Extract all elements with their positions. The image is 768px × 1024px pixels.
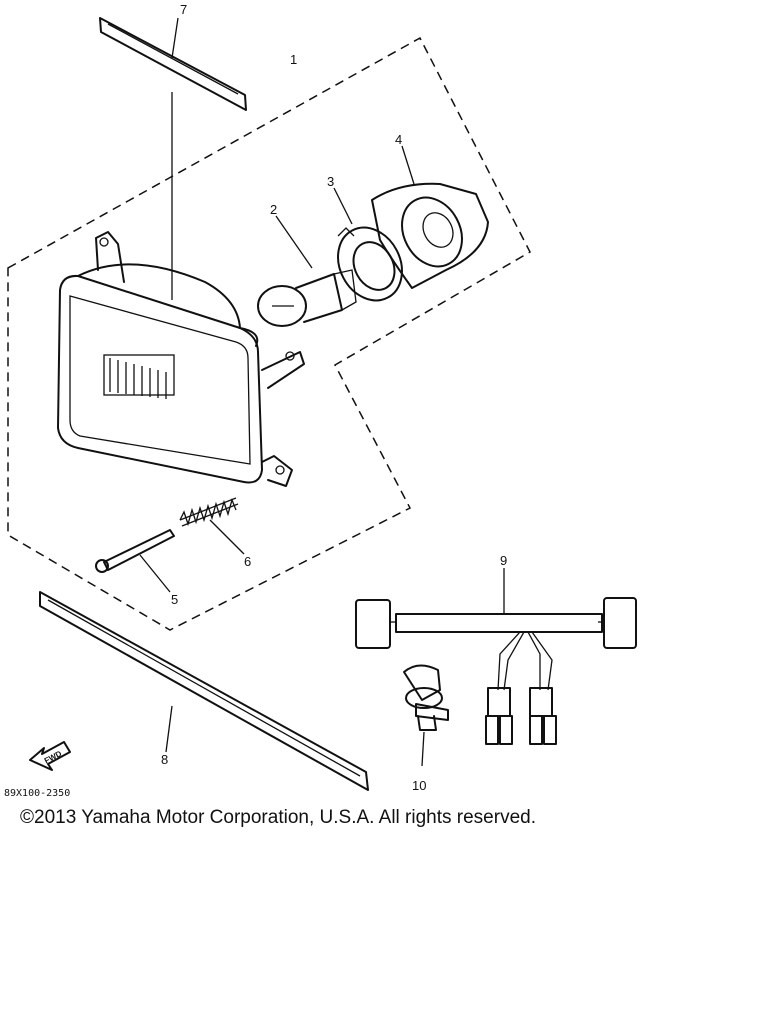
callout-1: 1 (290, 52, 297, 67)
leader-5 (139, 554, 171, 593)
callout-6: 6 (244, 554, 251, 569)
callout-8: 8 (161, 752, 168, 767)
leader-2 (275, 215, 313, 269)
leader-10 (421, 731, 425, 767)
callout-7: 7 (180, 2, 187, 17)
lens-logo (103, 354, 175, 399)
leader-3 (333, 187, 353, 225)
leader-6 (209, 519, 245, 555)
assembly-outline (7, 36, 531, 631)
part-4-socket-cover[interactable] (371, 182, 489, 289)
figure-code: 89X100-2350 (4, 788, 70, 799)
copyright-notice: ©2013 Yamaha Motor Corporation, U.S.A. A… (20, 807, 536, 828)
callout-2: 2 (270, 202, 277, 217)
fwd-arrow-icon: FWD (29, 741, 71, 771)
part-7-reflector-strip[interactable] (99, 17, 247, 111)
part-2-bulb[interactable] (257, 269, 357, 327)
callout-10: 10 (412, 778, 426, 793)
part-10-clamp[interactable] (403, 664, 449, 731)
headlight-housing[interactable] (57, 231, 305, 487)
part-8-reflector-strip[interactable] (39, 591, 369, 791)
callout-5: 5 (171, 592, 178, 607)
leader-7 (171, 17, 179, 59)
callout-9: 9 (500, 553, 507, 568)
parts-diagram: FWD 1 2 3 4 5 6 7 8 9 10 89X100-2350 (4, 2, 637, 799)
part-9-wire-harness[interactable] (355, 597, 637, 745)
part-6-spring[interactable] (179, 497, 239, 527)
leader-8 (165, 705, 173, 753)
part-5-screw[interactable] (95, 529, 175, 573)
callout-4: 4 (395, 132, 402, 147)
leader-4 (401, 145, 415, 185)
callout-3: 3 (327, 174, 334, 189)
